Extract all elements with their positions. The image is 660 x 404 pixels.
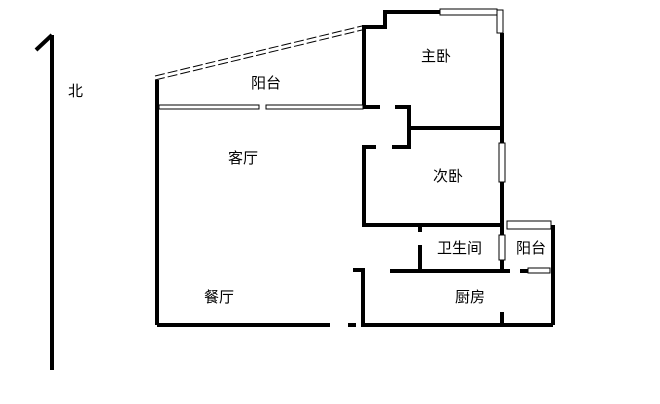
room-label-small-balcony: 阳台 <box>516 239 546 257</box>
room-label-master-bedroom: 主卧 <box>421 47 451 65</box>
room-label-kitchen: 厨房 <box>455 288 485 306</box>
room-label-bathroom: 卫生间 <box>437 239 482 257</box>
room-label-second-bedroom: 次卧 <box>433 167 463 185</box>
room-label-living-room: 客厅 <box>228 149 258 167</box>
room-label-dining-room: 餐厅 <box>204 288 234 306</box>
north-arrow <box>34 33 54 370</box>
north-label: 北 <box>68 82 83 100</box>
windows <box>158 8 552 274</box>
balcony-railing <box>154 25 363 81</box>
walls <box>155 10 555 327</box>
room-label-balcony: 阳台 <box>251 74 281 92</box>
